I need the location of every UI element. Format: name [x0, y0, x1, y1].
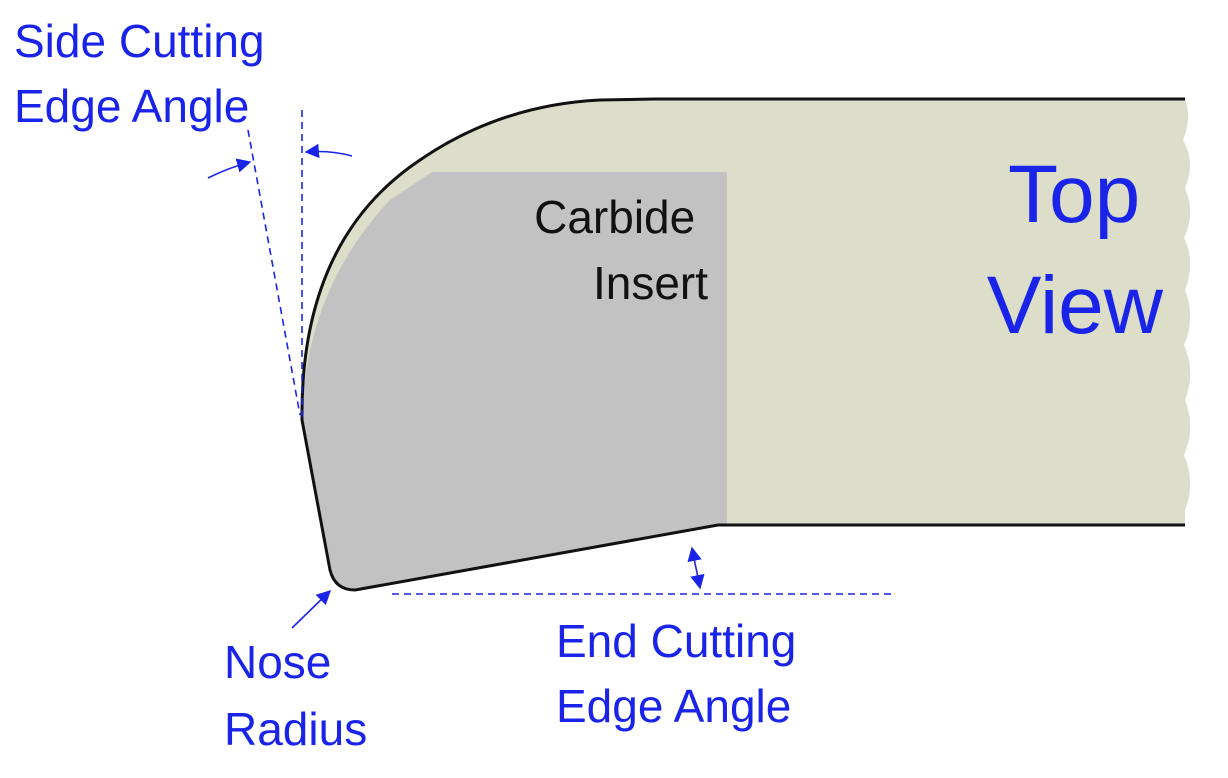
- side-angle-reference-slanted: [247, 129, 301, 416]
- top-view-label: Top View: [987, 149, 1164, 351]
- side-angle-arrow-right: [304, 143, 353, 159]
- side-cutting-edge-angle-label: Side Cutting Edge Angle: [14, 15, 277, 132]
- side-angle-arrow-left: [207, 158, 252, 179]
- nose-radius-arrow: [291, 589, 332, 629]
- carbide-insert-label: Carbide Insert: [534, 191, 708, 309]
- end-angle-arrow: [687, 546, 705, 590]
- end-cutting-edge-angle-label: End Cutting Edge Angle: [556, 615, 809, 732]
- carbide-insert: [302, 172, 727, 590]
- tool-outline: [300, 97, 1185, 592]
- nose-radius-label: Nose Radius: [224, 636, 367, 755]
